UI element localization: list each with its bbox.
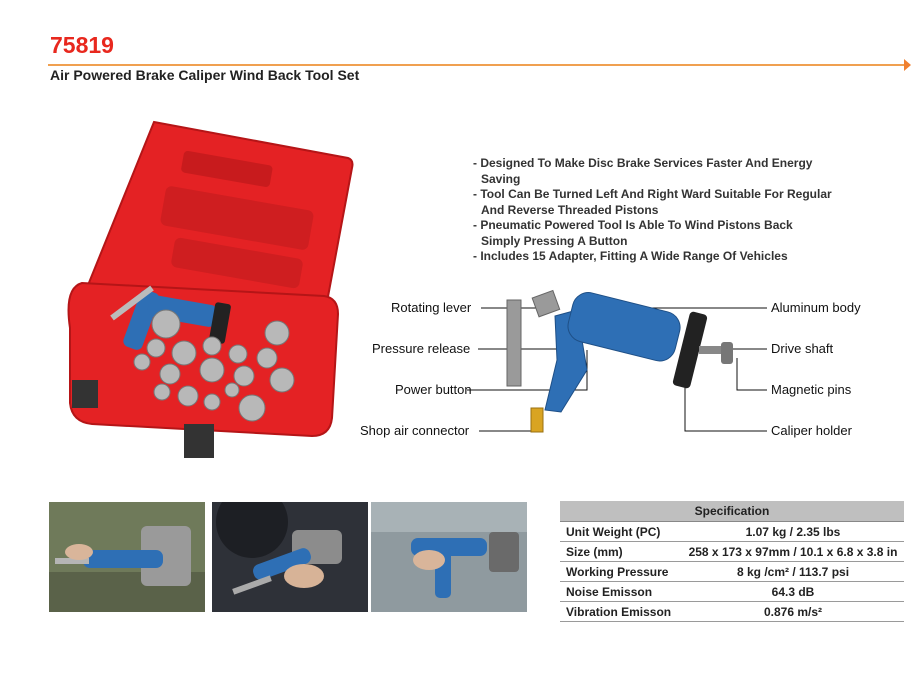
- label-rotating-lever: Rotating lever: [391, 300, 472, 315]
- table-row: Working Pressure 8 kg /cm² / 113.7 psi: [560, 561, 904, 582]
- usage-photo-1: [49, 502, 205, 612]
- header-rule: [48, 64, 908, 66]
- label-shop-air-connector: Shop air connector: [360, 423, 470, 438]
- feature-item: - Pneumatic Powered Tool Is Able To Wind…: [473, 218, 793, 248]
- table-row: Vibration Emisson 0.876 m/s²: [560, 601, 904, 622]
- spec-heading: Specification: [560, 501, 904, 522]
- table-row: Noise Emisson 64.3 dB: [560, 581, 904, 602]
- specification-table: Specification Unit Weight (PC) 1.07 kg /…: [560, 501, 904, 622]
- spec-key: Working Pressure: [560, 561, 682, 582]
- rule-arrow-icon: [904, 59, 911, 71]
- spec-value: 64.3 dB: [682, 581, 904, 602]
- spec-value: 258 x 173 x 97mm / 10.1 x 6.8 x 3.8 in: [682, 541, 904, 562]
- spec-key: Vibration Emisson: [560, 601, 682, 622]
- feature-item: - Designed To Make Disc Brake Services F…: [473, 156, 813, 186]
- feature-item: - Tool Can Be Turned Left And Right Ward…: [473, 187, 832, 217]
- product-name: Air Powered Brake Caliper Wind Back Tool…: [50, 67, 360, 83]
- feature-list: - Designed To Make Disc Brake Services F…: [473, 156, 833, 265]
- label-caliper-holder: Caliper holder: [771, 423, 852, 438]
- label-magnetic-pins: Magnetic pins: [771, 382, 852, 397]
- label-pressure-release: Pressure release: [372, 341, 471, 356]
- model-number: 75819: [50, 32, 114, 58]
- spec-value: 8 kg /cm² / 113.7 psi: [682, 561, 904, 582]
- spec-key: Unit Weight (PC): [560, 521, 682, 542]
- product-case-image: [62, 118, 354, 468]
- spec-value: 1.07 kg / 2.35 lbs: [682, 521, 904, 542]
- spec-value: 0.876 m/s²: [682, 601, 904, 622]
- usage-photo-3: [371, 502, 527, 612]
- spec-key: Size (mm): [560, 541, 682, 562]
- feature-item: - Includes 15 Adapter, Fitting A Wide Ra…: [473, 249, 788, 263]
- spec-key: Noise Emisson: [560, 581, 682, 602]
- label-power-button: Power button: [395, 382, 472, 397]
- label-drive-shaft: Drive shaft: [771, 341, 834, 356]
- tool-diagram: Rotating lever Pressure release Power bu…: [355, 280, 915, 450]
- usage-photo-2: [212, 502, 368, 612]
- table-row: Unit Weight (PC) 1.07 kg / 2.35 lbs: [560, 521, 904, 542]
- table-row: Size (mm) 258 x 173 x 97mm / 10.1 x 6.8 …: [560, 541, 904, 562]
- label-aluminum-body: Aluminum body: [771, 300, 861, 315]
